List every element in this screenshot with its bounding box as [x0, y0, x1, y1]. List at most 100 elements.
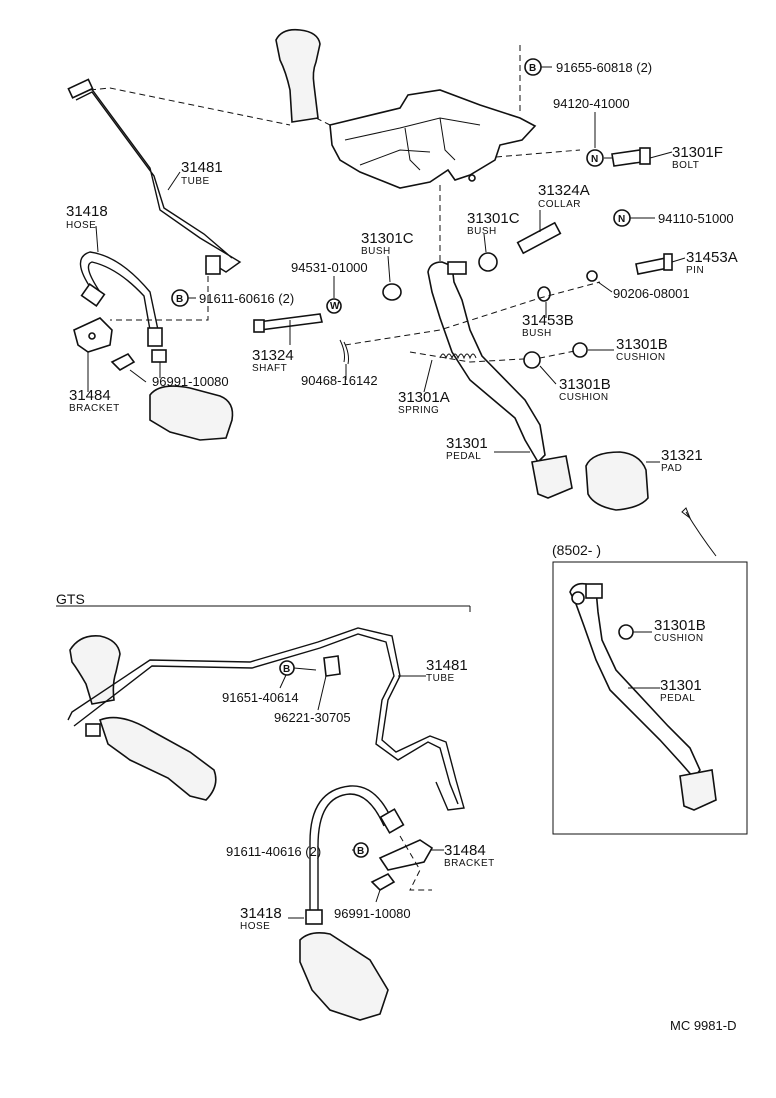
part-number: 31481 — [426, 657, 468, 674]
part-number: 31301B — [559, 376, 611, 393]
part-number-91651: 91651-40614 — [222, 690, 299, 705]
collar-31324A — [516, 221, 562, 255]
part-number: 31484 — [444, 842, 486, 859]
label-31301F: N 31301F BOLT — [586, 144, 723, 171]
label-31301-pedal: 31301 PEDAL — [446, 435, 488, 462]
leader-lines-top — [87, 112, 686, 463]
part-number: 31301 — [446, 435, 488, 452]
part-number-96991-gts: 96991-10080 — [334, 906, 411, 921]
symbol-N: N — [618, 214, 625, 225]
hose-31418-gts — [309, 785, 393, 912]
slave-cylinder-gts — [299, 932, 389, 1021]
part-name: BOLT — [672, 160, 699, 171]
part-number: 31484 — [69, 387, 111, 404]
label-31481-gts: 31481 TUBE — [426, 657, 468, 684]
label-31481-top: 31481 TUBE — [181, 159, 223, 187]
part-number-90206: 90206-08001 — [613, 286, 690, 301]
diagram-code: MC 9981-D — [670, 1018, 736, 1033]
part-name: PIN — [686, 265, 704, 276]
part-number-96991-top: 96991-10080 — [152, 374, 229, 389]
reservoir-gts — [69, 634, 121, 705]
inset-frame — [552, 561, 748, 835]
top-assembly-drawing: W — [67, 28, 717, 557]
label-31301B-b: 31301B CUSHION — [559, 376, 611, 403]
pad-31321 — [585, 451, 649, 511]
label-31418-top: 31418 HOSE — [66, 203, 108, 231]
part-name: SHAFT — [252, 363, 287, 374]
symbol-N: N — [591, 154, 598, 165]
part-name: PEDAL — [446, 451, 481, 462]
clip-90206 — [586, 270, 598, 282]
svg-text:W: W — [330, 301, 340, 312]
part-name: CUSHION — [559, 392, 609, 403]
symbol-B: B — [283, 664, 290, 675]
symbol-B: B — [357, 846, 364, 857]
part-number: 31301B — [616, 336, 668, 353]
part-number: 91655-60818 (2) — [556, 60, 652, 75]
clip-96991-gts — [370, 872, 396, 891]
part-number: 91611-40616 (2) — [226, 844, 321, 859]
part-number-94531: 94531-01000 — [291, 260, 368, 275]
symbol-B: B — [176, 294, 183, 305]
part-number: 31418 — [66, 203, 108, 220]
label-31321: 31321 PAD — [661, 447, 703, 474]
part-number: 31453A — [686, 249, 738, 266]
part-number: 31301F — [672, 144, 723, 161]
cushion-31301B-a — [572, 342, 588, 358]
part-name: HOSE — [240, 921, 270, 932]
part-number: 31324A — [538, 182, 590, 199]
bush-31301C-left — [382, 283, 402, 301]
part-number: 94110-51000 — [658, 211, 734, 226]
part-name: PEDAL — [660, 693, 695, 704]
part-number: 31418 — [240, 905, 282, 922]
part-number-94120: 94120-41000 — [553, 96, 630, 111]
part-name: BUSH — [467, 226, 497, 237]
part-number-96221: 96221-30705 — [274, 710, 351, 725]
clip-96991-top — [110, 352, 136, 371]
part-number: 31301C — [361, 230, 414, 247]
label-31301C-right: 31301C BUSH — [467, 210, 520, 237]
label-31301-inset: 31301 PEDAL — [660, 677, 702, 704]
pedal-bracket-housing — [329, 89, 537, 189]
label-94110: N 94110-51000 — [613, 209, 734, 227]
washer-94531 — [326, 298, 342, 314]
part-number: 31324 — [252, 347, 294, 364]
master-cylinder-gts — [99, 716, 217, 801]
label-31324A: 31324A COLLAR — [538, 182, 590, 210]
pedal-pad-mounted — [531, 455, 573, 499]
label-31324: 31324 SHAFT — [252, 347, 294, 374]
part-number: 31301B — [654, 617, 706, 634]
gts-section: GTS B 31481 — [56, 591, 494, 1021]
part-name: BUSH — [522, 328, 552, 339]
inset-header: (8502- ) — [552, 542, 601, 558]
inset-panel: (8502- ) 31301B CUSHION 31301 PEDAL — [552, 542, 748, 835]
part-name: TUBE — [426, 673, 455, 684]
label-31484-top: 31484 BRACKET — [69, 387, 119, 414]
bush-31301C-right — [478, 252, 498, 272]
inset-pedal — [569, 582, 701, 780]
inset-pedal-pad — [679, 769, 717, 811]
symbol-B: B — [529, 63, 536, 74]
hose-31418-top — [79, 251, 159, 331]
bracket-31484-gts — [378, 839, 434, 871]
part-number: 31321 — [661, 447, 703, 464]
slave-cylinder-top — [149, 385, 234, 441]
part-number: 31453B — [522, 312, 574, 329]
tube-31481-top — [71, 83, 242, 273]
clamp-96221 — [323, 655, 341, 677]
part-name: CUSHION — [654, 633, 704, 644]
inset-arrow — [685, 511, 717, 557]
bolt-31301F — [611, 149, 643, 167]
part-number: 31301A — [398, 389, 450, 406]
part-number: 31481 — [181, 159, 223, 176]
cushion-31301B-b — [523, 351, 541, 369]
tube-31481-gts — [67, 627, 465, 811]
part-name: CUSHION — [616, 352, 666, 363]
cotter-pin-90468 — [339, 339, 349, 365]
clutch-pedal — [427, 261, 546, 464]
bush-31453B — [537, 286, 551, 302]
label-31418-gts: 31418 HOSE — [240, 905, 282, 932]
gts-header: GTS — [56, 591, 85, 607]
part-number-90468: 90468-16142 — [301, 373, 378, 388]
